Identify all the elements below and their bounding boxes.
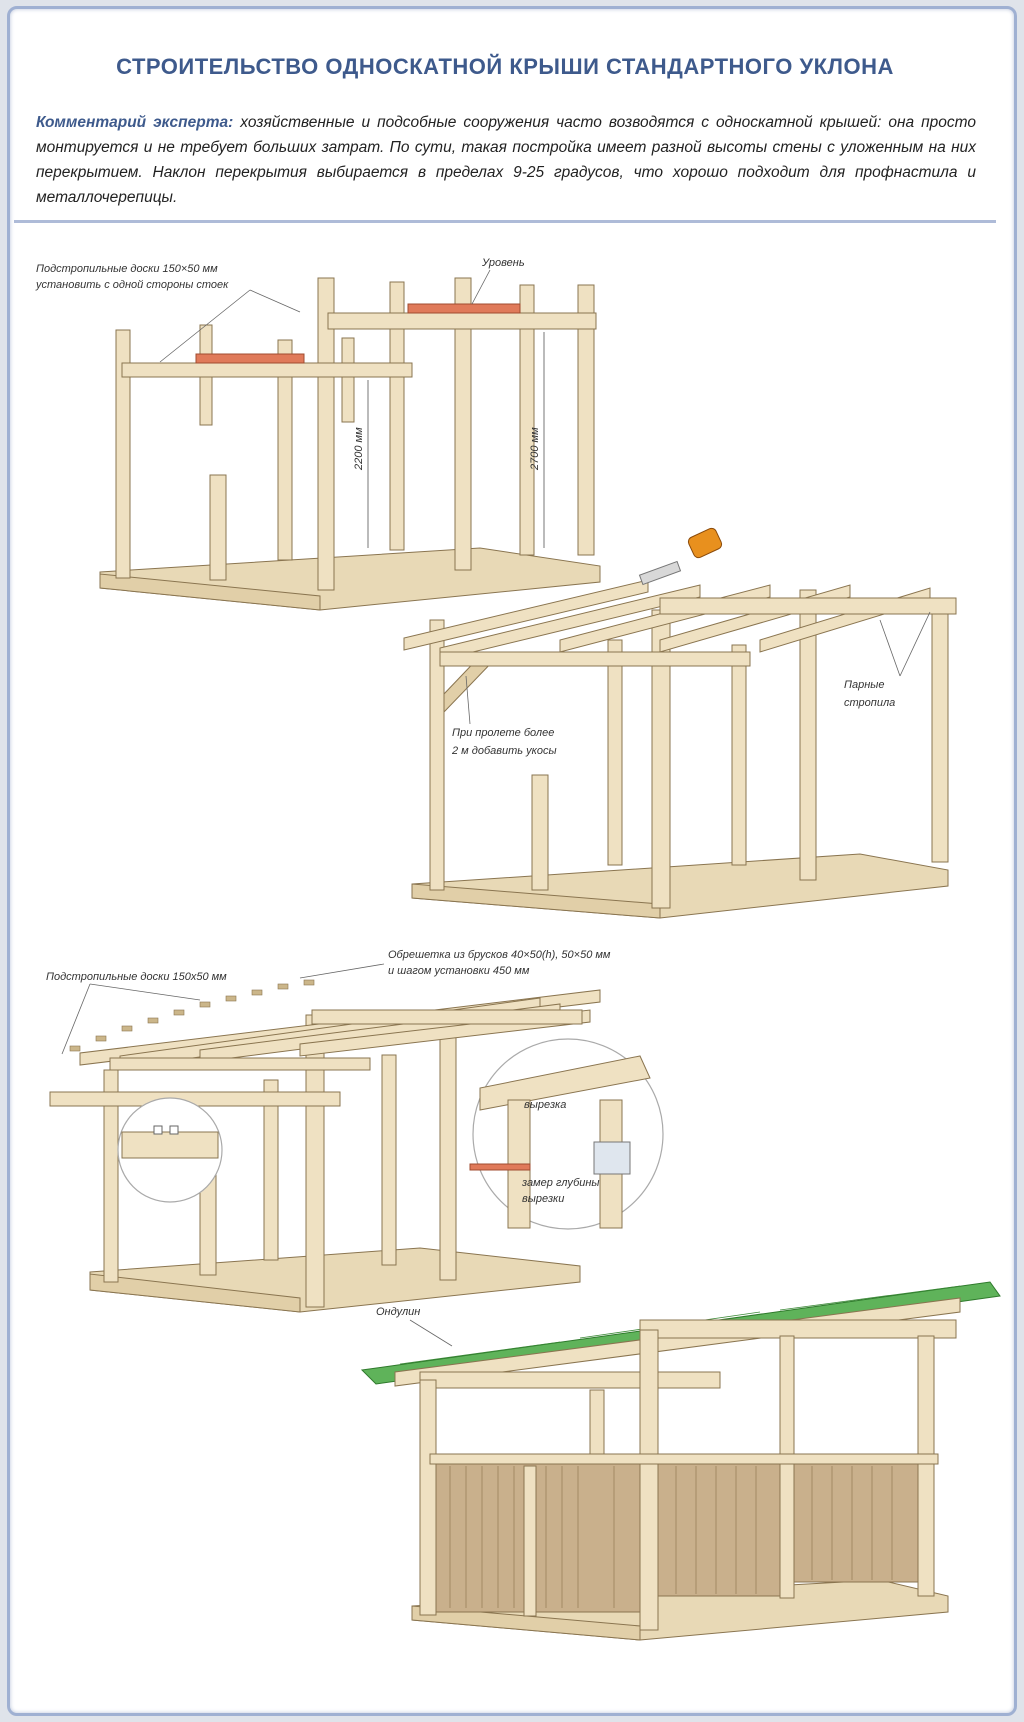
railing-panel [793,1461,919,1583]
label-rafters-1: Парные [844,679,884,691]
step1-post [277,339,293,561]
step2-short-post [531,774,549,891]
step4-low-beam [419,1371,721,1389]
step2-post [731,644,747,866]
step1-post [341,337,355,423]
saw-tool-icon [638,527,723,586]
step4-post [419,1379,437,1616]
railing-post [523,1465,537,1617]
step2-low-beam [439,651,751,667]
dim-low-label: 2200 мм [353,427,365,471]
step1-short-post [209,474,227,581]
step3-floor [89,1247,581,1313]
comment-lead: Комментарий эксперта: [36,114,234,131]
step4-post [917,1335,935,1597]
label-notch: вырезка [524,1099,566,1111]
dim-high-label: 2700 мм [529,427,541,471]
step3-post [381,1054,397,1266]
comment-text: хозяйственные и подсобные сооружения час… [36,114,976,206]
step1-post [389,281,405,551]
expert-comment: Комментарий эксперта: хозяйственные и по… [36,110,976,210]
label-ondulin: Ондулин [376,1306,420,1318]
step2-post [429,619,445,891]
label-rafters-2: стропила [844,697,895,709]
step4-post [639,1329,659,1631]
step2-frame: При пролете более 2 м добавить укосы Пар… [403,527,957,919]
step1-floor [99,547,601,611]
railing-panel [435,1461,641,1613]
step2-floor [411,853,949,919]
step2-post [607,639,623,866]
step2-high-beam [659,597,957,615]
label-boards-2: установить с одной стороны стоек [35,279,229,291]
level-tool-high [407,303,521,314]
label-lathing-2: и шагом установки 450 мм [388,965,530,977]
label-boards-1: Подстропильные доски 150×50 мм [36,263,218,275]
step4-post [779,1335,795,1599]
step1-board-high [327,312,597,330]
lathing-strips [69,979,315,1052]
step1-frame: 2200 мм 2700 мм Подстропильные доски 150… [35,257,601,611]
railing-top [429,1453,939,1465]
label-depth-2: вырезки [522,1193,564,1205]
label-boards-3: Подстропильные доски 150x50 мм [46,971,227,983]
railing-panel [657,1461,781,1597]
step2-post [931,599,949,863]
step4-finished-shed: Ондулин [360,1281,1001,1641]
step2-post [799,589,817,881]
step4-high-beam [639,1319,957,1339]
step1-post [317,277,335,591]
page-title: СТРОИТЕЛЬСТВО ОДНОСКАТНОЙ КРЫШИ СТАНДАРТ… [116,54,894,79]
label-level: Уровень [481,257,525,269]
step1-board-low [121,362,413,378]
step3-post [439,1029,457,1281]
label-depth-1: замер глубины [521,1177,600,1189]
level-tool-low [195,353,305,364]
step3-post [263,1079,279,1261]
step1-post [519,284,535,556]
step1-post [115,329,131,579]
header: СТРОИТЕЛЬСТВО ОДНОСКАТНОЙ КРЫШИ СТАНДАРТ… [14,14,996,223]
label-braces-1: При пролете более [452,727,554,739]
step3-high-beam [311,1009,583,1025]
label-lathing-1: Обрешетка из брусков 40×50(h), 50×50 мм [388,949,611,961]
label-braces-2: 2 м добавить укосы [451,745,557,757]
step1-post [454,277,472,571]
step3-frame: Подстропильные доски 150x50 мм Обрешетка… [46,949,664,1313]
step1-post [577,284,595,556]
